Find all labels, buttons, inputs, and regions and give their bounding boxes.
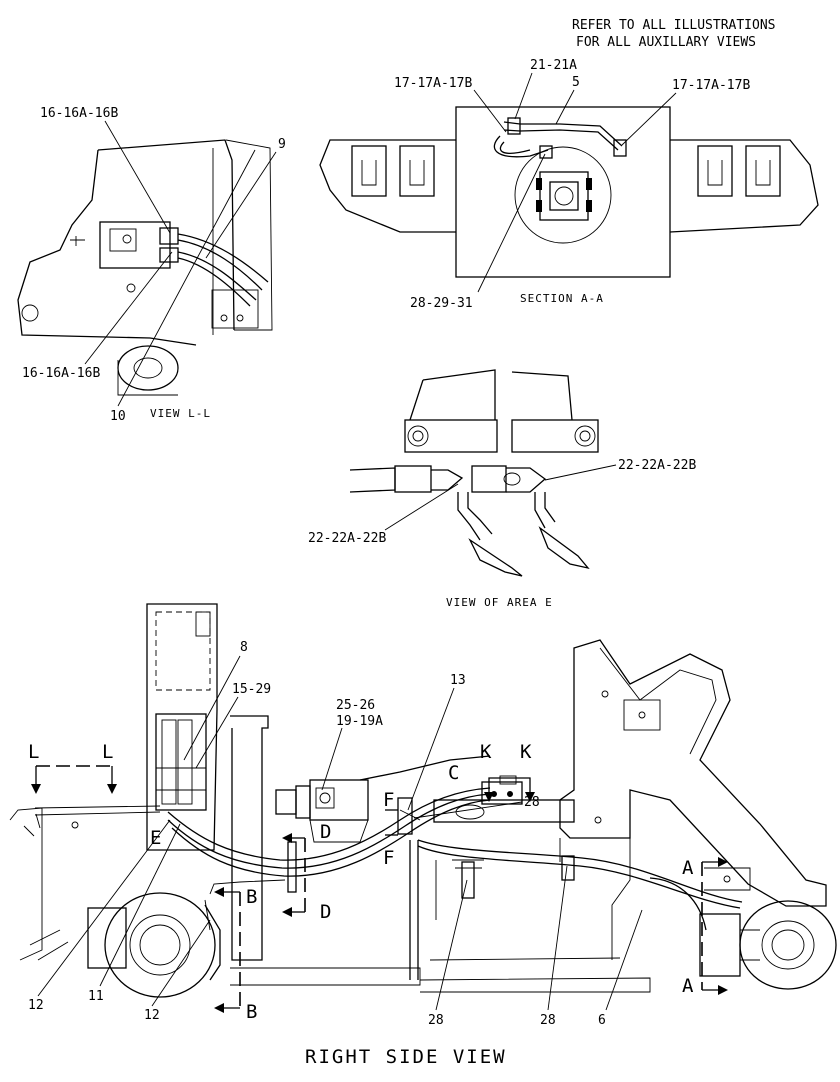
caption-view-area-e: VIEW OF AREA E xyxy=(446,596,553,609)
callout-17-17a-17b-left: 17-17A-17B xyxy=(394,76,472,91)
marker-k-right: K xyxy=(520,741,532,763)
marker-f-top: F xyxy=(383,789,394,811)
marker-d-top: D xyxy=(320,821,331,843)
section-aa-callouts: 17-17A-17B 21-21A 5 17-17A-17B 28-29-31 … xyxy=(394,58,750,311)
callout-28-lower-right: 28 xyxy=(540,1013,556,1028)
callout-12-mid: 12 xyxy=(144,1008,160,1023)
callout-17-17a-17b-right: 17-17A-17B xyxy=(672,78,750,93)
callout-16-16a-16b-top: 16-16A-16B xyxy=(40,106,118,121)
callout-11: 11 xyxy=(88,989,104,1004)
reference-note: REFER TO ALL ILLUSTRATIONS FOR ALL AUXIL… xyxy=(572,18,776,50)
marker-l-left: L xyxy=(28,741,39,763)
marker-a-bottom: A xyxy=(682,975,694,997)
section-marker-labels: L L C K K E F F D D B B A A xyxy=(28,741,694,1023)
view-ll-callouts: 16-16A-16B 9 16-16A-16B 10 VIEW L-L xyxy=(22,106,286,424)
callout-12-left: 12 xyxy=(28,998,44,1013)
marker-d-bottom: D xyxy=(320,901,331,923)
callout-15-29: 15-29 xyxy=(232,682,271,697)
view-ll-illustration xyxy=(17,139,273,396)
callout-10: 10 xyxy=(110,409,126,424)
callout-28-upper: 28 xyxy=(524,795,540,810)
marker-k-left: K xyxy=(480,741,492,763)
callout-16-16a-16b-bottom: 16-16A-16B xyxy=(22,366,100,381)
marker-e: E xyxy=(150,827,161,849)
callout-25-26: 25-26 xyxy=(336,698,375,713)
right-side-view-callouts: 8 15-29 25-26 19-19A 13 28 12 11 12 28 2… xyxy=(28,640,643,1028)
callout-8: 8 xyxy=(240,640,248,655)
callout-21-21a: 21-21A xyxy=(530,58,577,73)
view-area-e-callouts: 22-22A-22B 22-22A-22B VIEW OF AREA E xyxy=(308,458,696,609)
reference-note-line2: FOR ALL AUXILLARY VIEWS xyxy=(576,35,756,50)
callout-9: 9 xyxy=(278,137,286,152)
callout-22-22a-22b-right: 22-22A-22B xyxy=(618,458,696,473)
caption-right-side-view: RIGHT SIDE VIEW xyxy=(305,1046,507,1068)
callout-19-19a: 19-19A xyxy=(336,714,383,729)
section-aa-illustration xyxy=(319,106,819,278)
view-area-e-illustration xyxy=(349,369,599,577)
callout-5: 5 xyxy=(572,75,580,90)
callout-28-29-31: 28-29-31 xyxy=(410,296,473,311)
marker-a-top: A xyxy=(682,857,694,879)
marker-b-top: B xyxy=(246,886,257,908)
caption-section-aa: SECTION A-A xyxy=(520,292,604,305)
marker-b-bottom: B xyxy=(246,1001,257,1023)
callout-28-lower-left: 28 xyxy=(428,1013,444,1028)
marker-l-right: L xyxy=(102,741,113,763)
right-side-view-illustration xyxy=(9,603,837,998)
section-marker-lines xyxy=(31,765,728,1013)
marker-f-bottom: F xyxy=(383,847,394,869)
callout-22-22a-22b-left: 22-22A-22B xyxy=(308,531,386,546)
callout-6: 6 xyxy=(598,1013,606,1028)
caption-view-ll: VIEW L-L xyxy=(150,407,211,420)
reference-note-line1: REFER TO ALL ILLUSTRATIONS xyxy=(572,18,776,33)
callout-13: 13 xyxy=(450,673,466,688)
marker-c: C xyxy=(448,762,459,784)
